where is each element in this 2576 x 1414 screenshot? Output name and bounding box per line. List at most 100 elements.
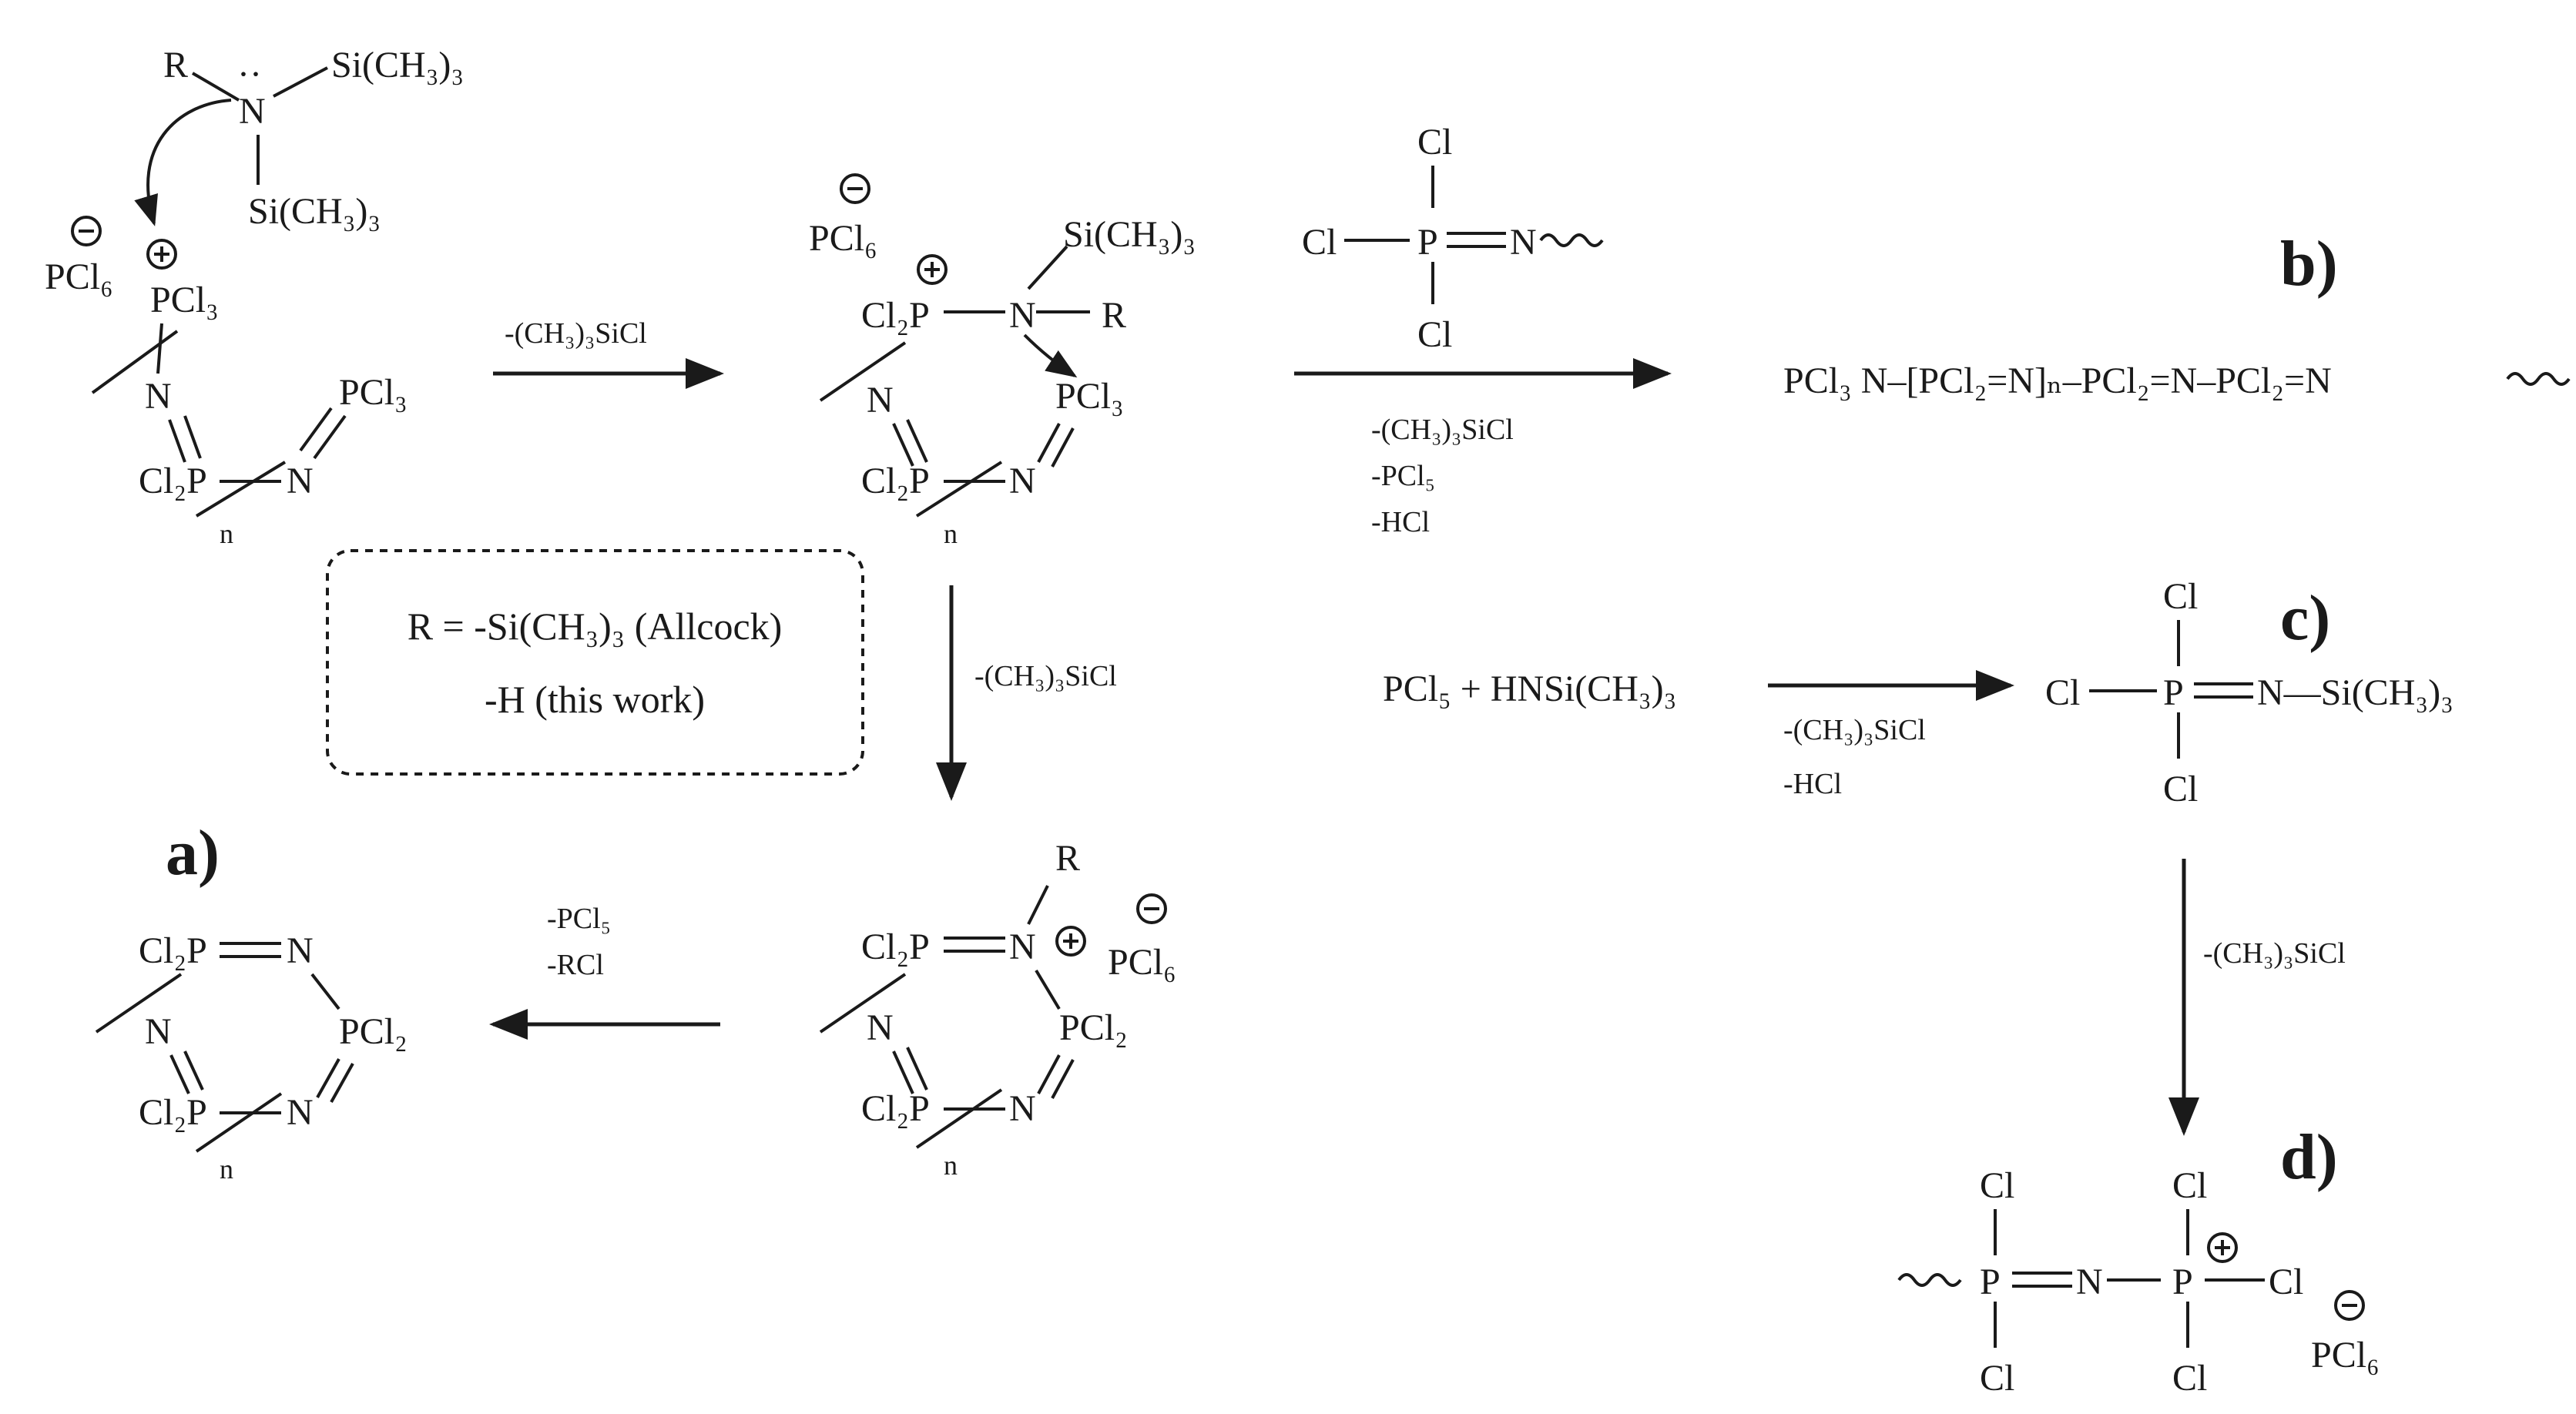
- chain-cut-left: [819, 341, 907, 402]
- svg-text:-(CH₃)₃SiCl: -(CH₃)₃SiCl: [974, 660, 1117, 692]
- note-box: [326, 549, 864, 776]
- chain-left: PCl₆ PCl₃ N Cl₂P N PCl₃ n: [45, 216, 408, 549]
- svg-text:Cl: Cl: [2163, 576, 2198, 617]
- polymer-b-formula: PCl₃ N–[PCl₂=N]ₙ–PCl₂=N–PCl₂=N: [1783, 360, 2332, 401]
- svg-text:N: N: [287, 930, 314, 971]
- svg-text:P: P: [2163, 672, 2184, 713]
- svg-text:PCl₃: PCl₃: [1055, 376, 1124, 417]
- svg-text:n: n: [220, 518, 233, 549]
- wavy-bond-icon: [1897, 1273, 1962, 1287]
- chain-cut-left: [91, 330, 179, 394]
- step-left: -PCl₅ -RCl: [489, 903, 720, 1040]
- svg-text:Cl: Cl: [1302, 222, 1337, 263]
- svg-text:Si(CH₃)₃: Si(CH₃)₃: [1063, 214, 1196, 255]
- chain-cut-left: [95, 973, 183, 1034]
- svg-text:N: N: [2076, 1262, 2103, 1302]
- svg-text:n: n: [220, 1154, 233, 1184]
- svg-text:Cl: Cl: [2269, 1262, 2303, 1302]
- svg-text:PCl₂: PCl₂: [1059, 1007, 1128, 1048]
- svg-text:N: N: [145, 376, 172, 417]
- pcl6-counterion: PCl₆: [45, 256, 113, 297]
- step-1: -(CH₃)₃SiCl: [493, 317, 724, 389]
- svg-text:N: N: [145, 1011, 172, 1052]
- wavy-bond-icon: [1539, 233, 1604, 247]
- svg-text:PCl₆: PCl₆: [809, 218, 877, 259]
- minus-charge-icon: [71, 216, 102, 246]
- svg-text:PCl₆: PCl₆: [2311, 1335, 2380, 1375]
- si-top-label: Si(CH₃)₃: [331, 45, 464, 85]
- step-b: Cl Cl P N Cl -(CH₃)₃SiCl -PCl₅ -HCl: [1294, 122, 1672, 538]
- svg-text:PCl₆: PCl₆: [1108, 942, 1176, 983]
- svg-text:PCl₂: PCl₂: [339, 1011, 408, 1052]
- svg-text:N: N: [1009, 926, 1036, 967]
- svg-text:N: N: [287, 461, 314, 501]
- svg-text:Cl₂P: Cl₂P: [139, 461, 207, 501]
- amine-nitrogen-label: N: [239, 91, 266, 132]
- svg-text:Cl: Cl: [2172, 1358, 2207, 1399]
- product-b: b) PCl₃ N–[PCl₂=N]ₙ–PCl₂=N–PCl₂=N: [1783, 228, 2571, 401]
- svg-text:-HCl: -HCl: [1783, 768, 1842, 800]
- label-b: b): [2280, 228, 2338, 300]
- label-c: c): [2280, 582, 2330, 654]
- svg-text:P: P: [1980, 1262, 2001, 1302]
- cationic-ring: R PCl₆ Cl₂P N N PCl₂ Cl₂P N n: [819, 838, 1176, 1181]
- starting-reagent: R N ·· Si(CH₃)₃ Si(CH₃)₃: [134, 45, 464, 232]
- r-definition-note: R = -Si(CH₃)₃ (Allcock) -H (this work): [326, 549, 864, 776]
- svg-text:N: N: [867, 1007, 894, 1048]
- minus-charge-icon: [1136, 893, 1167, 924]
- svg-text:-(CH₃)₃SiCl: -(CH₃)₃SiCl: [1783, 714, 1926, 746]
- si-bottom-label: Si(CH₃)₃: [248, 191, 381, 232]
- svg-text:Cl: Cl: [2045, 672, 2080, 713]
- svg-text:-HCl: -HCl: [1371, 506, 1430, 538]
- label-d: d): [2280, 1121, 2338, 1193]
- plus-charge-icon: [2207, 1232, 2238, 1263]
- svg-text:Cl: Cl: [1417, 314, 1452, 355]
- svg-text:Cl₂P: Cl₂P: [139, 1092, 207, 1133]
- lone-pair-dots: ··: [237, 54, 262, 95]
- svg-text:n: n: [944, 518, 958, 549]
- svg-text:Cl₂P: Cl₂P: [861, 1088, 930, 1129]
- product-d: d) Cl P N Cl Cl P Cl Cl PCl₆: [1897, 1121, 2380, 1399]
- svg-text:PCl₃: PCl₃: [339, 372, 408, 413]
- svg-text:R = -Si(CH₃)₃ (Allcock): R = -Si(CH₃)₃ (Allcock): [408, 605, 783, 648]
- plus-charge-icon: [1055, 926, 1086, 957]
- svg-text:P: P: [1417, 222, 1438, 263]
- svg-text:Cl₂P: Cl₂P: [861, 295, 930, 336]
- intermediate-ring: PCl₆ Si(CH₃)₃ Cl₂P N R N PCl₃ Cl₂P N n: [809, 173, 1196, 549]
- svg-text:N—Si(CH₃)₃: N—Si(CH₃)₃: [2257, 672, 2454, 713]
- step-d: -(CH₃)₃SiCl: [2168, 859, 2346, 1136]
- svg-text:R: R: [1055, 838, 1080, 879]
- minus-charge-icon: [2334, 1290, 2365, 1321]
- svg-text:-PCl₅: -PCl₅: [547, 903, 611, 935]
- svg-text:N: N: [1009, 1088, 1036, 1129]
- svg-text:N: N: [287, 1092, 314, 1133]
- chain-cut-right: [915, 1088, 1003, 1149]
- label-a: a): [166, 817, 220, 889]
- svg-text:Cl: Cl: [2172, 1165, 2207, 1206]
- svg-text:Cl₂P: Cl₂P: [861, 926, 930, 967]
- svg-text:Cl: Cl: [1417, 122, 1452, 163]
- step-c: c) PCl₅ + HNSi(CH₃)₃ -(CH₃)₃SiCl -HCl Cl…: [1383, 576, 2454, 809]
- svg-text:Cl₂P: Cl₂P: [861, 461, 930, 501]
- pcl3-plus-label: PCl₃: [150, 280, 219, 320]
- chain-cut-right: [915, 461, 1003, 518]
- minus-charge-icon: [840, 173, 870, 204]
- product-a: a) Cl₂P N N PCl₂ Cl₂P N n: [95, 817, 408, 1184]
- step-1-condition: -(CH₃)₃SiCl: [505, 317, 647, 350]
- svg-text:-RCl: -RCl: [547, 949, 604, 981]
- chain-cut-right: [195, 1092, 283, 1153]
- svg-text:N: N: [867, 380, 894, 421]
- svg-text:Cl: Cl: [1980, 1358, 2014, 1399]
- n-si-bond: [273, 66, 328, 98]
- svg-text:-(CH₃)₃SiCl: -(CH₃)₃SiCl: [2203, 937, 2346, 970]
- curly-attack-arrow: [134, 99, 232, 226]
- svg-text:Cl: Cl: [1980, 1165, 2014, 1206]
- chain-cut-right: [195, 461, 287, 518]
- step-down: -(CH₃)₃SiCl: [936, 585, 1117, 801]
- plus-charge-icon: [917, 254, 948, 285]
- svg-text:Cl₂P: Cl₂P: [139, 930, 207, 971]
- chain-cut-left: [819, 973, 907, 1034]
- svg-text:P: P: [2172, 1262, 2193, 1302]
- svg-text:Cl: Cl: [2163, 769, 2198, 809]
